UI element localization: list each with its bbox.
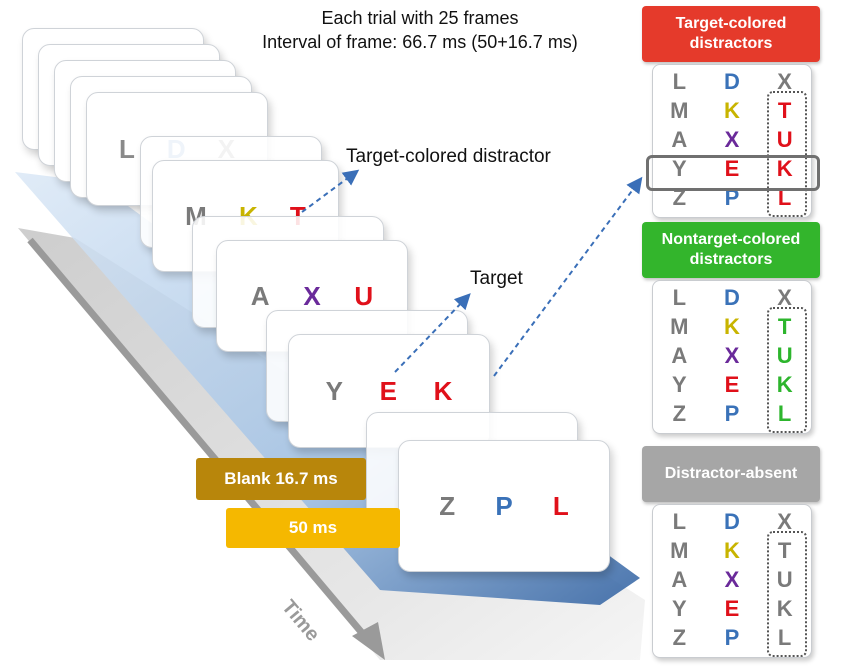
grid-letter: K	[776, 596, 793, 621]
letter: K	[433, 375, 453, 406]
letter: L	[118, 133, 135, 164]
time-arrowhead	[352, 622, 385, 660]
grid-letter: L	[777, 185, 792, 210]
time-axis-arrow	[27, 237, 371, 643]
grid-letter: Z	[672, 625, 687, 650]
grid-letter: A	[671, 127, 688, 152]
grid-letter: D	[724, 285, 740, 310]
grid-letter: T	[777, 538, 792, 563]
grid-letter: Y	[671, 156, 687, 181]
grid-letter: L	[672, 69, 687, 94]
header-line-1: Each trial with 25 frames	[321, 8, 519, 28]
grid-letter: Y	[671, 596, 687, 621]
panel-title: Distractor-absent	[642, 446, 820, 502]
grid-letter: D	[724, 69, 740, 94]
grid-letter: M	[670, 98, 689, 123]
grid-letter: P	[724, 185, 740, 210]
distractor-column-outline	[767, 307, 807, 433]
grid-letter: K	[724, 538, 740, 563]
grid-letter: T	[777, 98, 792, 123]
grid-letter: L	[672, 509, 687, 534]
grid-letter: K	[776, 156, 793, 181]
target-annotation: Target	[470, 268, 523, 289]
letter: Z	[439, 490, 456, 521]
grid-letter: E	[724, 596, 740, 621]
distractor-annotation: Target-colored distractor	[346, 146, 551, 167]
grid-letter: L	[777, 625, 792, 650]
frame-letters: A X U	[217, 241, 407, 351]
grid-letter: K	[724, 98, 740, 123]
blank-duration-bar: Blank 16.7 ms	[196, 458, 366, 500]
letter: X	[303, 280, 321, 311]
grid-letter: E	[724, 156, 740, 181]
grid-letter: L	[777, 401, 792, 426]
frame-5: Z P L	[398, 440, 610, 572]
grid-letter: L	[672, 285, 687, 310]
grid-letter: X	[724, 567, 740, 592]
grid-letter: K	[776, 372, 793, 397]
grid-letter: P	[724, 401, 740, 426]
grid-letter: Y	[671, 372, 687, 397]
grid-letter: X	[777, 285, 792, 310]
panel-title: Target-colored distractors	[642, 6, 820, 62]
distractor-column-outline	[767, 531, 807, 657]
frame-letters: Z P L	[399, 441, 609, 571]
header-line-2: Interval of frame: 66.7 ms (50+16.7 ms)	[262, 32, 578, 52]
grid-letter: X	[724, 343, 740, 368]
grid-letter: M	[670, 538, 689, 563]
target-row-outline	[646, 155, 820, 191]
grid-letter: Z	[672, 401, 687, 426]
grid-letter: E	[724, 372, 740, 397]
grid-letter: M	[670, 314, 689, 339]
grid-letter: A	[671, 567, 688, 592]
grid-letter: A	[671, 343, 688, 368]
grid-letter: X	[724, 127, 740, 152]
grid-letter: Z	[672, 185, 687, 210]
letter: P	[495, 490, 513, 521]
stimulus-duration-bar: 50 ms	[226, 508, 400, 548]
letter: L	[552, 490, 569, 521]
grid-letter: K	[724, 314, 740, 339]
diagram-header: Each trial with 25 frames Interval of fr…	[200, 6, 640, 54]
letter: A	[250, 280, 270, 311]
grid-letter: P	[724, 625, 740, 650]
panel-letter-grid: L D X M K T A X U Y E K Z P L	[652, 504, 812, 658]
grid-letter: T	[777, 314, 792, 339]
grid-letter: D	[724, 509, 740, 534]
panel-letter-grid: L D X M K T A X U Y E K Z P L	[652, 64, 812, 218]
grid-letter: U	[776, 343, 793, 368]
grid-letter: X	[777, 509, 792, 534]
panel-title: Nontarget-colored distractors	[642, 222, 820, 278]
letter: Y	[325, 375, 343, 406]
grid-letter: U	[776, 567, 793, 592]
distractor-column-outline	[767, 91, 807, 217]
grid-letter: X	[777, 69, 792, 94]
grid-letter: U	[776, 127, 793, 152]
panel-letter-grid: L D X M K T A X U Y E K Z P L	[652, 280, 812, 434]
letter: E	[379, 375, 397, 406]
frame-letters: Y E K	[289, 335, 489, 447]
letter: U	[354, 280, 374, 311]
